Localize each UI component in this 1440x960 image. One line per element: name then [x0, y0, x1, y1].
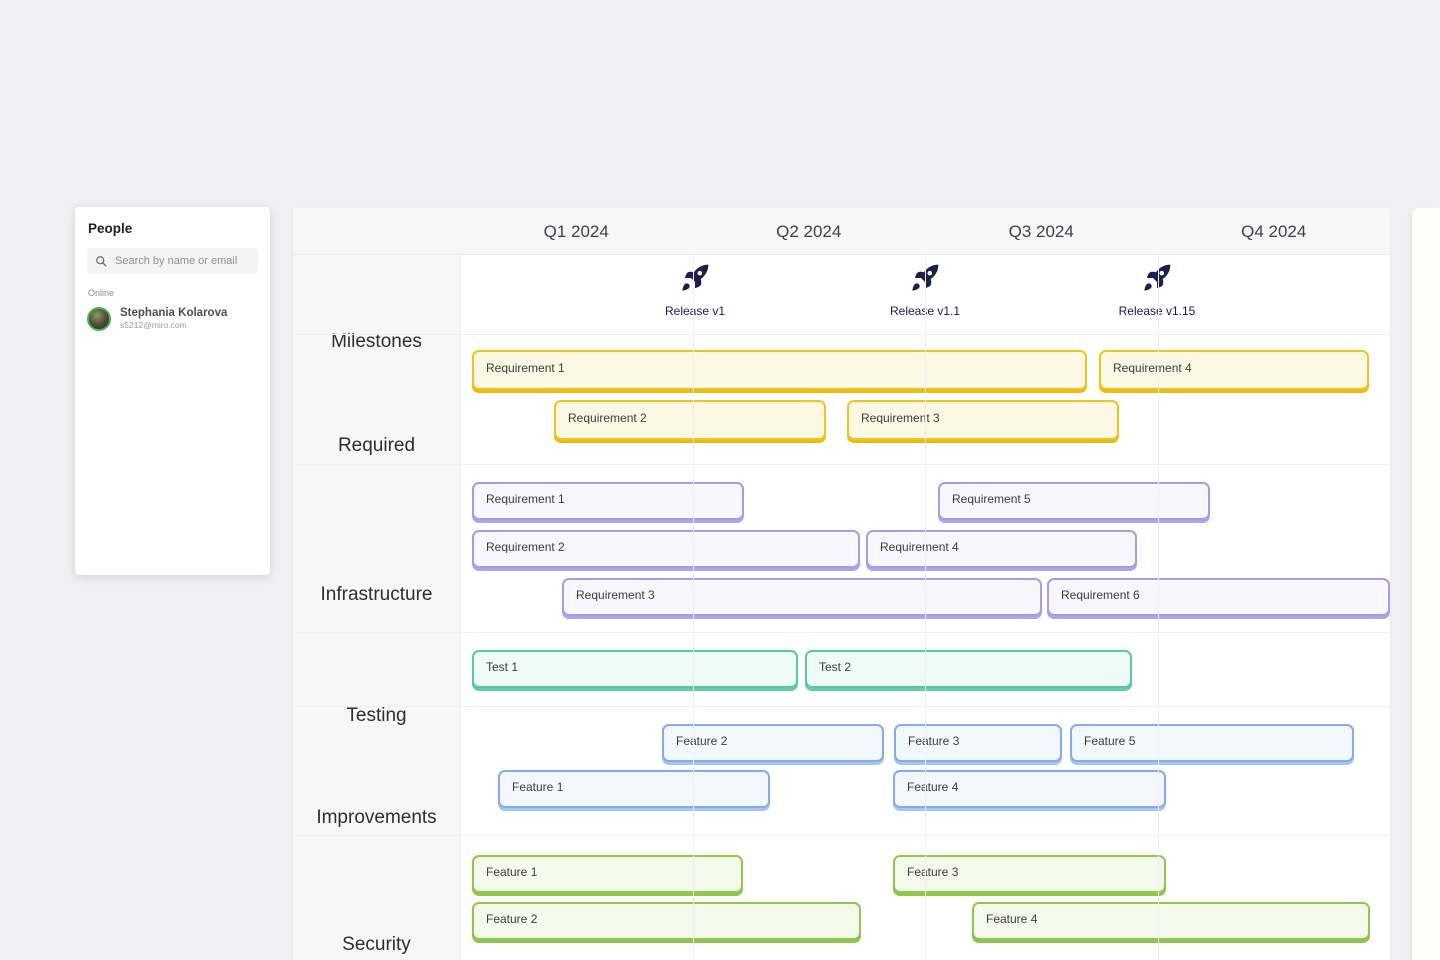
bar-label: Feature 4 [907, 780, 959, 793]
search-icon [96, 256, 107, 267]
roadmap-bar-required[interactable]: Requirement 2 [554, 400, 826, 440]
quarter-label: Q4 2024 [1241, 221, 1307, 241]
roadmap-bar-improvements[interactable]: Feature 2 [662, 724, 884, 762]
milestone-label: Release v1 [664, 304, 726, 318]
bar-label: Requirement 5 [952, 492, 1031, 505]
quarter-gridline [1158, 255, 1159, 960]
people-panel: People Online Stephania Kolarova s5212@m… [75, 207, 270, 575]
row-label-testing: Testing [346, 705, 407, 726]
roadmap-bar-infrastructure[interactable]: Requirement 5 [938, 482, 1210, 520]
online-section-label: Online [88, 288, 115, 298]
bar-label: Feature 4 [986, 912, 1038, 925]
bar-label: Requirement 6 [1061, 588, 1140, 601]
bar-label: Test 1 [486, 660, 519, 673]
search-box[interactable] [87, 248, 258, 274]
quarter-header: Q1 2024 Q2 2024 Q3 2024 Q4 2024 [293, 208, 1390, 255]
roadmap-bar-security[interactable]: Feature 3 [893, 855, 1166, 893]
row-label-improvements: Improvements [316, 806, 437, 828]
person-name: Stephania Kolarova [120, 307, 228, 319]
quarter-label: Q1 2024 [543, 221, 609, 241]
bar-label: Requirement 3 [576, 588, 655, 601]
roadmap-bar-security[interactable]: Feature 4 [972, 902, 1370, 940]
roadmap-bar-improvements[interactable]: Feature 4 [893, 770, 1166, 808]
quarter-gridline [693, 255, 694, 960]
bar-label: Requirement 4 [880, 540, 959, 553]
person-row[interactable]: Stephania Kolarova s5212@miro.com [87, 306, 258, 331]
row-separator [293, 334, 1390, 335]
roadmap-bar-required[interactable]: Requirement 3 [847, 400, 1119, 440]
people-panel-title: People [88, 221, 133, 236]
bar-label: Requirement 1 [486, 361, 565, 374]
bar-label: Feature 3 [907, 865, 959, 878]
roadmap-bar-infrastructure[interactable]: Requirement 1 [472, 482, 744, 520]
roadmap-bar-infrastructure[interactable]: Requirement 2 [472, 530, 860, 568]
bar-label: Requirement 3 [861, 411, 940, 424]
row-separator [293, 464, 1390, 465]
bar-label: Requirement 4 [1113, 361, 1192, 374]
bar-label: Feature 1 [512, 780, 564, 793]
row-label-milestones: Milestones [331, 330, 422, 352]
roadmap-bar-infrastructure[interactable]: Requirement 3 [562, 578, 1042, 616]
roadmap-bar-required[interactable]: Requirement 1 [472, 350, 1087, 390]
roadmap-bar-infrastructure[interactable]: Requirement 4 [866, 530, 1137, 568]
roadmap-bar-infrastructure[interactable]: Requirement 6 [1047, 578, 1390, 616]
bar-label: Feature 3 [908, 734, 960, 747]
bar-label: Feature 1 [486, 865, 538, 878]
row-label-security: Security [342, 933, 411, 955]
row-label-required: Required [337, 435, 416, 456]
bar-label: Feature 2 [676, 734, 728, 747]
label-column-divider [460, 255, 461, 960]
bar-label: Feature 5 [1084, 734, 1136, 747]
bar-label: Feature 2 [486, 912, 538, 925]
quarter-label: Q3 2024 [1008, 221, 1074, 241]
quarter-gridline [925, 255, 926, 960]
bar-label: Test 2 [819, 660, 852, 673]
bar-label: Requirement 2 [568, 411, 647, 424]
person-email: s5212@miro.com [120, 320, 187, 331]
roadmap-bar-required[interactable]: Requirement 4 [1099, 350, 1369, 390]
milestone-label: Release v1.15 [1118, 304, 1196, 318]
roadmap-bar-security[interactable]: Feature 2 [472, 902, 861, 940]
quarter-label: Q2 2024 [776, 221, 842, 241]
search-input[interactable] [113, 254, 250, 268]
rocket-icon [1144, 264, 1171, 291]
row-separator [293, 632, 1390, 633]
roadmap-bar-improvements[interactable]: Feature 1 [498, 770, 770, 808]
row-label-infrastructure: Infrastructure [320, 584, 433, 605]
avatar [87, 306, 111, 331]
quarter-row: Q1 2024 Q2 2024 Q3 2024 Q4 2024 [460, 208, 1390, 255]
roadmap-bar-testing[interactable]: Test 2 [805, 650, 1132, 688]
row-separator [293, 706, 1390, 707]
row-separator [293, 835, 1390, 836]
roadmap-bar-testing[interactable]: Test 1 [472, 650, 798, 688]
bar-label: Requirement 1 [486, 492, 565, 505]
roadmap-bar-improvements[interactable]: Feature 5 [1070, 724, 1354, 762]
roadmap-bar-security[interactable]: Feature 1 [472, 855, 743, 893]
rocket-icon [682, 264, 709, 291]
roadmap-bar-improvements[interactable]: Feature 3 [894, 724, 1062, 762]
bar-label: Requirement 2 [486, 540, 565, 553]
adjacent-frame[interactable] [1412, 208, 1440, 960]
